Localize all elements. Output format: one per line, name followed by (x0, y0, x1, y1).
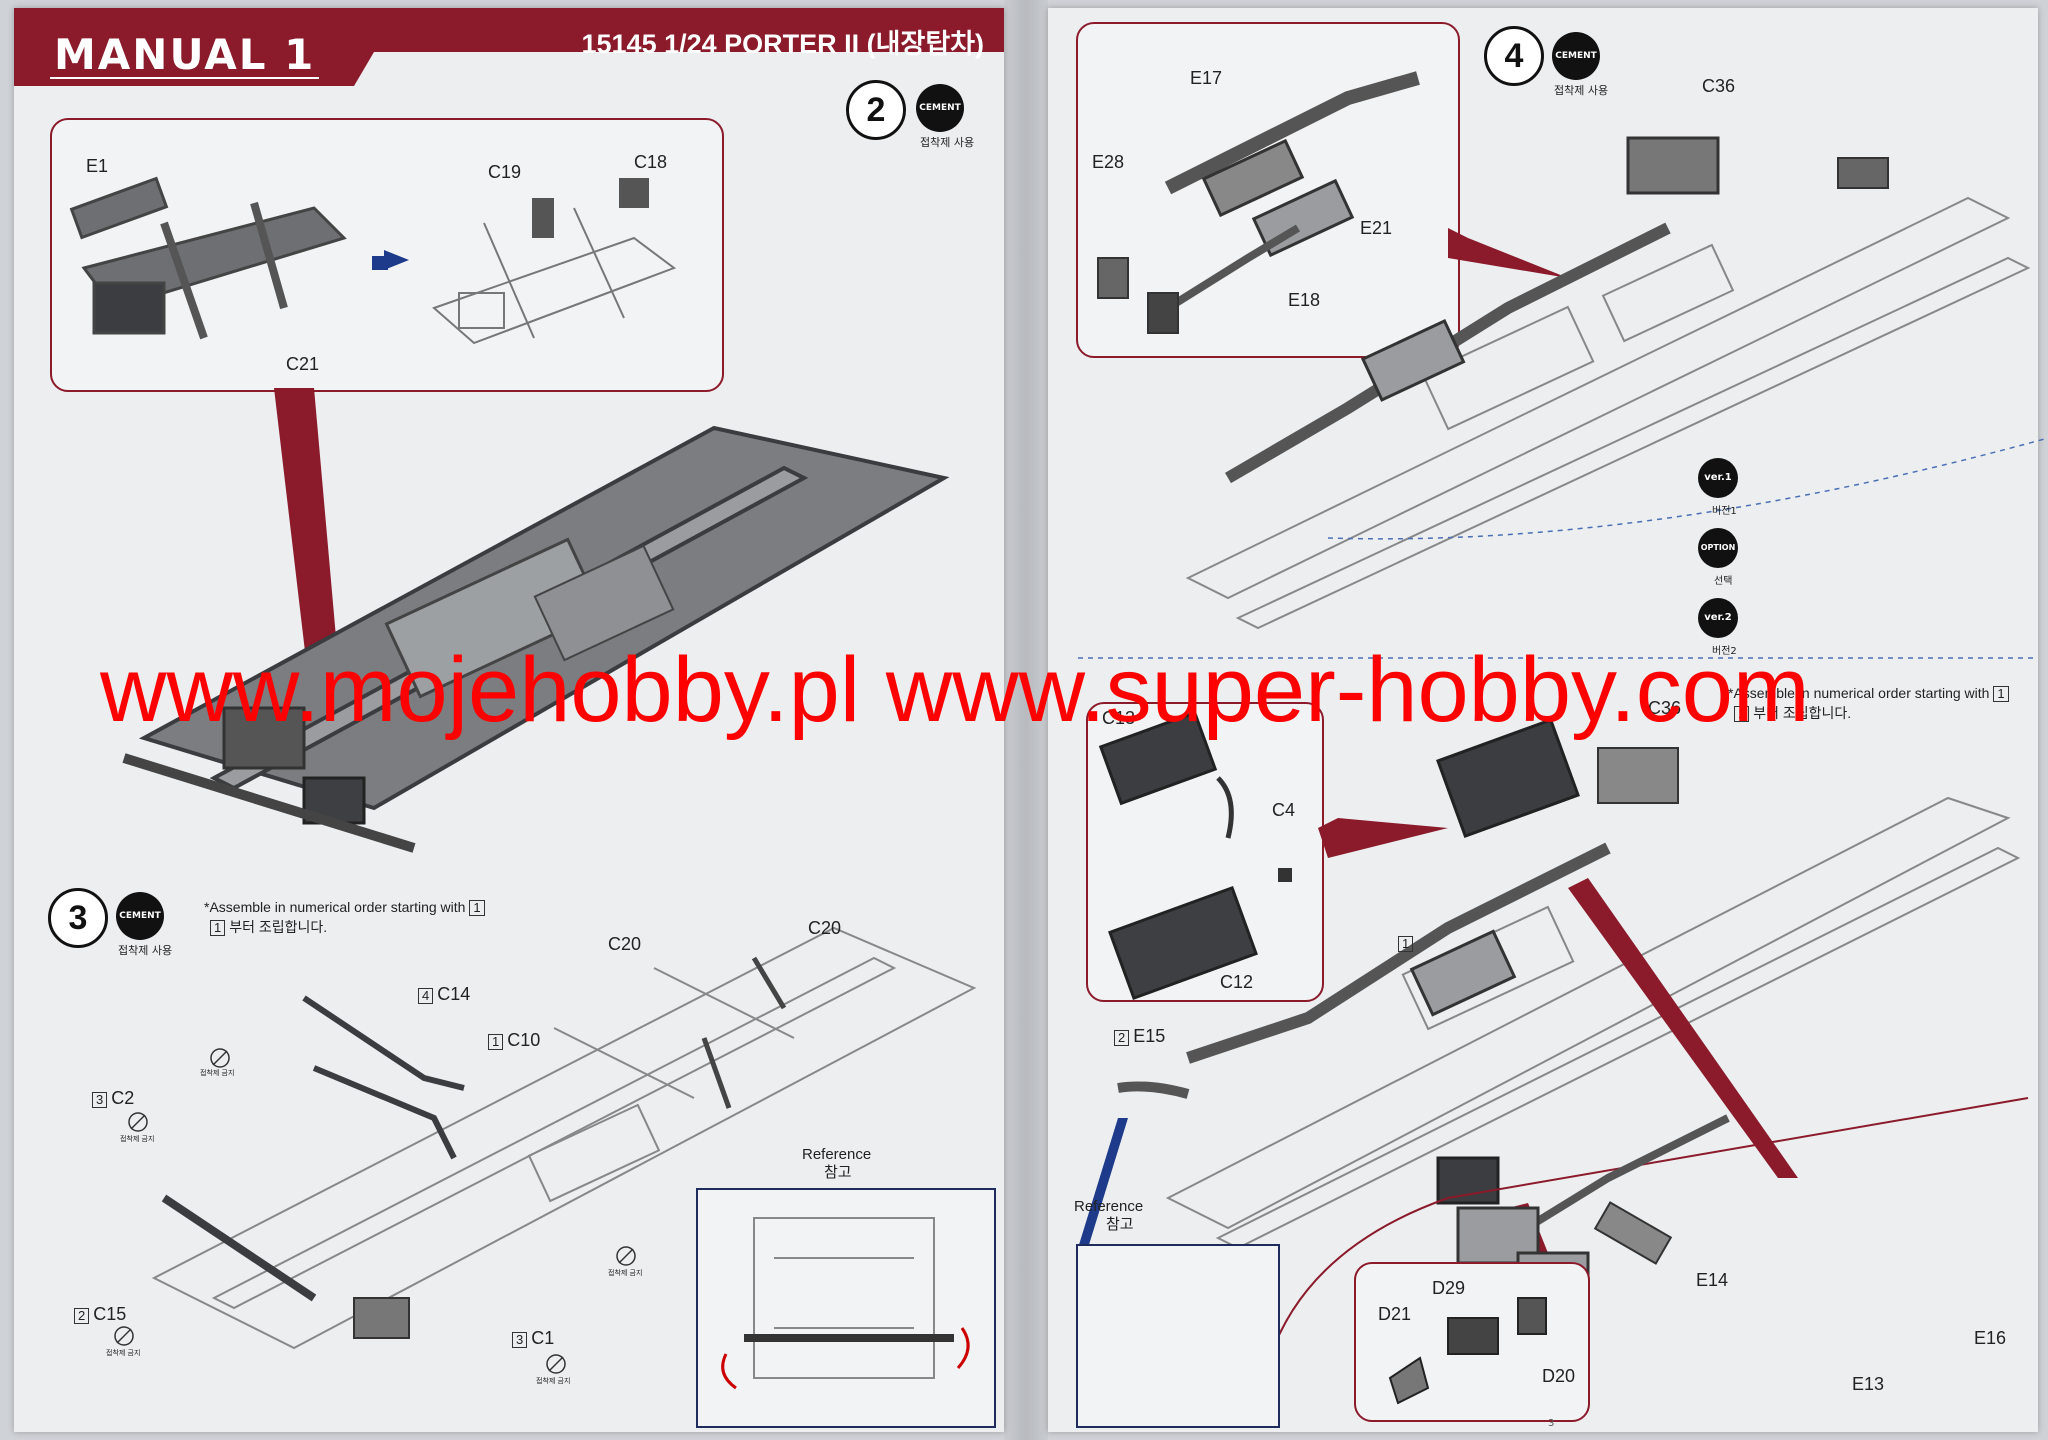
manual-page-right: 4 CEMENT 접착제 사용 E17 E28 E18 E21 C36 ver.… (1048, 8, 2048, 1432)
step-2-drawing (69, 176, 950, 853)
part-e18: E18 (1288, 290, 1321, 310)
watermark-text: www.mojehobby.pl www.super-hobby.com (100, 639, 1810, 741)
part-c20-a: C20 (608, 934, 642, 954)
page-number: 3 (1548, 1418, 1555, 1429)
bracket-drawing (1388, 1297, 1547, 1405)
version-2-badge: ver.2 (1698, 598, 1738, 638)
step-3-number: 3 (48, 888, 108, 948)
no-cement-caption-1: 접착제 금지 (200, 1069, 235, 1077)
reference-label-right-ko: 참고 (1106, 1216, 1134, 1233)
no-cement-caption-4: 접착제 금지 (536, 1377, 571, 1385)
no-cement-caption-2: 접착제 금지 (120, 1135, 155, 1143)
part-c18: C18 (634, 152, 668, 172)
reference-panel-right (1076, 1244, 1280, 1428)
manual-title: MANUAL 1 (54, 30, 316, 79)
reference-label-left: Reference (802, 1146, 872, 1163)
part-e16: E16 (1974, 1328, 2007, 1348)
header-bar (14, 8, 1004, 86)
kit-subtitle: 15145 1/24 PORTER II (내장탑차) (581, 29, 985, 59)
part-e28: E28 (1092, 152, 1125, 172)
no-cement-caption-3: 접착제 금지 (106, 1349, 141, 1357)
reference-label-left-ko: 참고 (824, 1164, 852, 1181)
part-d29: D29 (1432, 1278, 1466, 1298)
reference-panel-left (696, 1188, 996, 1428)
assembly-order-1: 1 (1398, 932, 1417, 953)
step-4-number: 4 (1484, 26, 1544, 86)
part-c20-b: C20 (808, 918, 842, 938)
part-e21: E21 (1360, 218, 1393, 238)
manual-page-left: MANUAL 1 15145 1/24 PORTER II (내장탑차) 2 C… (14, 8, 1004, 1432)
bracket-detail-panel (1354, 1262, 1590, 1422)
part-c12: C12 (1220, 972, 1254, 992)
part-c19: C19 (488, 162, 522, 182)
cement-icon: CEMENT (916, 84, 964, 132)
step-2-number: 2 (846, 80, 906, 140)
cement-caption-step-4: 접착제 사용 (1554, 84, 1609, 97)
reference-drawing-left (721, 1217, 970, 1390)
option-caption: 선택 (1714, 576, 1733, 587)
cement-caption: 접착제 사용 (920, 136, 975, 149)
step-4-drawing (1078, 71, 2048, 659)
part-d20: D20 (1542, 1366, 1576, 1386)
part-e14: E14 (1696, 1270, 1729, 1290)
part-d21: D21 (1378, 1304, 1412, 1324)
part-e17: E17 (1190, 68, 1223, 88)
part-c36-b: C36 (1648, 698, 1682, 718)
cement-caption-step-3: 접착제 사용 (118, 944, 173, 957)
cement-icon-step-4: CEMENT (1552, 32, 1600, 80)
part-e1: E1 (86, 156, 109, 176)
part-c4: C4 (1272, 800, 1296, 820)
version-2-caption: 버전2 (1712, 646, 1737, 657)
version-1-caption: 버전1 (1712, 506, 1737, 517)
book-gutter (1004, 0, 1048, 1440)
part-e13: E13 (1852, 1374, 1885, 1394)
cement-icon-step-3: CEMENT (116, 892, 164, 940)
step-3-drawing (114, 926, 977, 1374)
reference-label-right: Reference (1074, 1198, 1144, 1215)
version-1-badge: ver.1 (1698, 458, 1738, 498)
step-3-order-note-en: *Assemble in numerical order starting wi… (204, 898, 489, 916)
option-badge: OPTION (1698, 528, 1738, 568)
no-cement-caption-5: 접착제 금지 (608, 1269, 643, 1277)
part-c21: C21 (286, 354, 320, 374)
part-c36: C36 (1702, 76, 1736, 96)
part-c13: C13 (1102, 708, 1136, 728)
step-5-order-note-en: *Assemble in numerical order starting wi… (1728, 684, 2013, 702)
